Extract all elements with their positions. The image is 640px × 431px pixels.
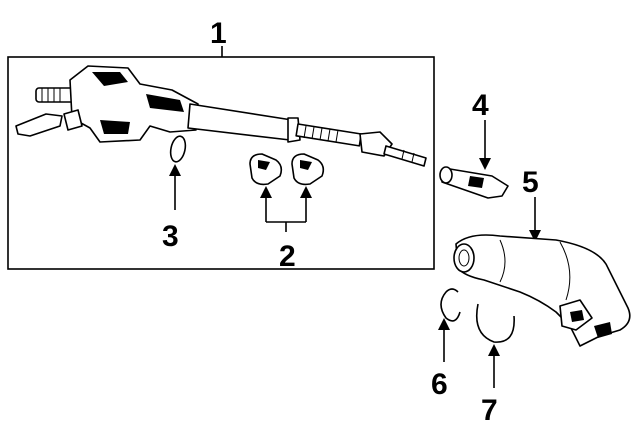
assembly-frame bbox=[7, 56, 435, 270]
callout-3: 3 bbox=[162, 220, 179, 253]
callout-2: 2 bbox=[279, 240, 296, 273]
part-4-bearing-sleeve bbox=[439, 166, 509, 199]
part-7-clip bbox=[475, 303, 515, 343]
callout-1: 1 bbox=[210, 17, 227, 50]
callout-4: 4 bbox=[472, 89, 489, 122]
part-6-clip bbox=[440, 288, 461, 322]
part-3-o-ring bbox=[169, 135, 187, 163]
part-2-bushings bbox=[249, 153, 325, 186]
part-5-column-housing bbox=[453, 234, 631, 347]
callout-5: 5 bbox=[522, 166, 539, 199]
callout-7: 7 bbox=[481, 394, 498, 427]
steering-column-assembly bbox=[15, 65, 427, 167]
callout-6: 6 bbox=[431, 368, 448, 401]
